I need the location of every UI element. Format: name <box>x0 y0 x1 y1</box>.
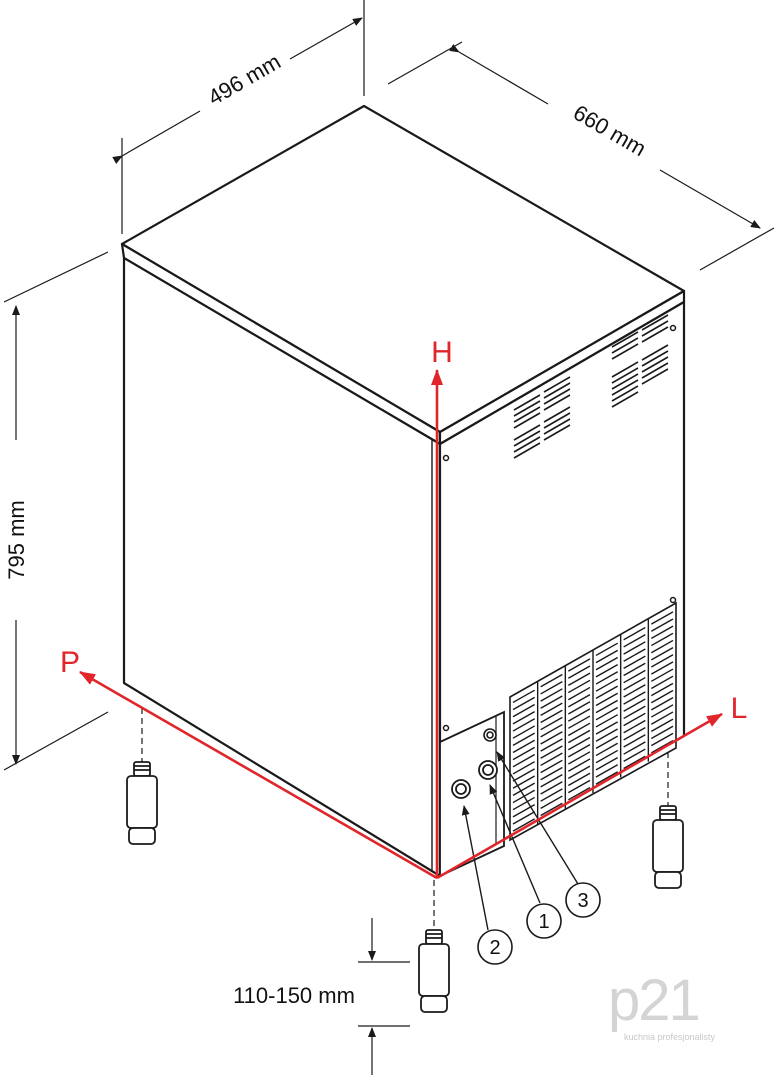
dim-height-label: 795 mm <box>4 500 29 579</box>
upper-vents-left <box>513 376 571 459</box>
foot-right <box>652 752 684 889</box>
callout-2: 2 <box>477 929 513 965</box>
foot-center <box>418 880 450 1013</box>
dim-width-label: 496 mm <box>204 49 285 110</box>
axis-l-line <box>436 712 723 880</box>
callout-1: 1 <box>526 903 562 939</box>
axis-lines <box>79 369 723 880</box>
screws <box>442 324 677 732</box>
dim-depth <box>387 41 775 271</box>
dim-leg-label: 110-150 mm <box>233 983 355 1008</box>
axis-p-line <box>79 670 438 880</box>
axis-label-l: L <box>731 692 748 725</box>
fitting-2 <box>451 779 471 799</box>
dim-width <box>112 0 365 234</box>
callout-label-1: 1 <box>538 911 549 933</box>
upper-vents-right <box>611 314 669 408</box>
callout-label-3: 3 <box>577 890 588 912</box>
foot-left <box>126 708 158 845</box>
logo-mark: p21 <box>608 968 699 1033</box>
dim-height <box>3 251 109 771</box>
fitting-1 <box>478 760 498 780</box>
dim-leg <box>358 918 410 1075</box>
callout-leaders <box>461 751 579 931</box>
axis-label-p: P <box>60 646 80 679</box>
p21-logo: p21 kuchnia profesjonalisty <box>608 968 716 1042</box>
callout-3: 3 <box>565 882 601 918</box>
grille-slats <box>512 611 674 832</box>
logo-tagline: kuchnia profesjonalisty <box>624 1032 716 1042</box>
fitting-3 <box>483 728 497 742</box>
dim-depth-label: 660 mm <box>569 100 650 161</box>
axis-label-h: H <box>431 336 453 369</box>
callout-label-2: 2 <box>489 937 500 959</box>
